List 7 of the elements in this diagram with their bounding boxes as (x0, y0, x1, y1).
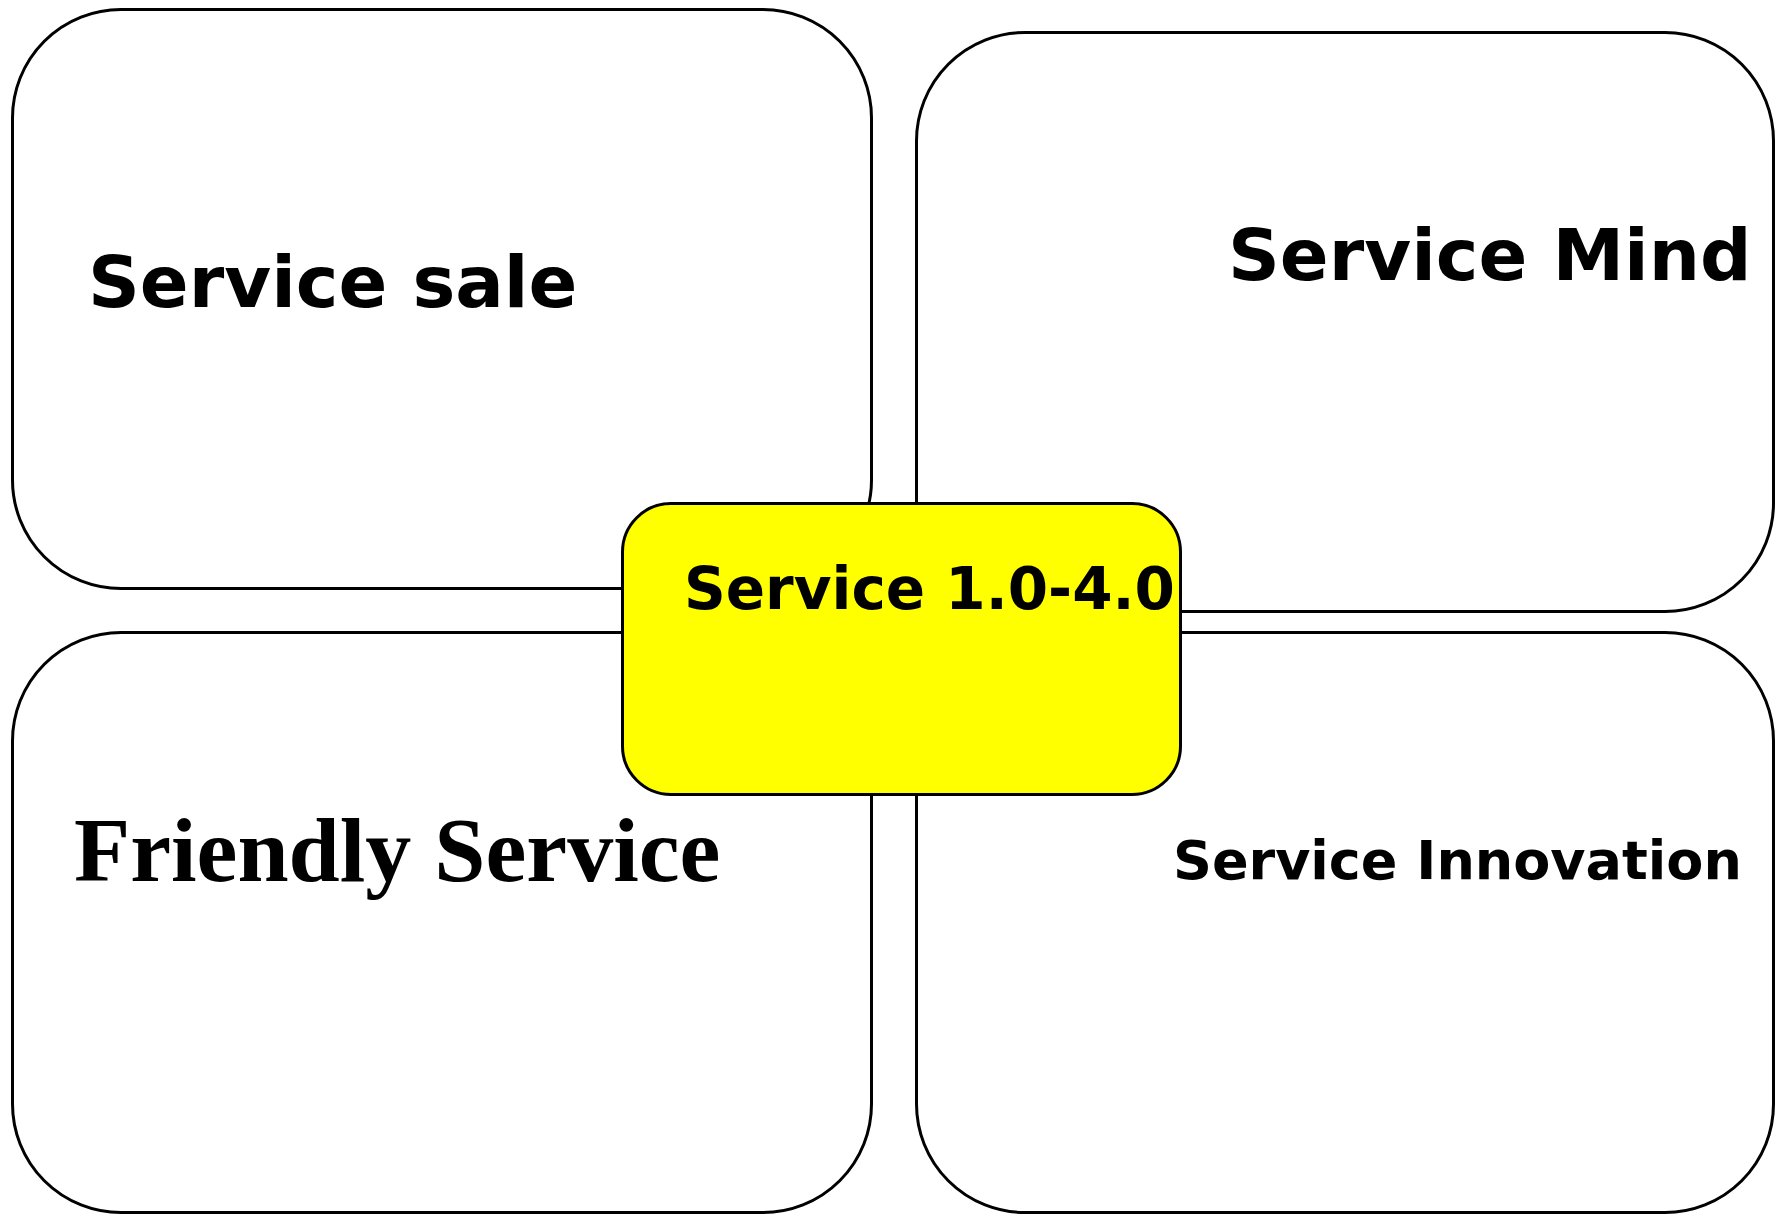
box-title: Service sale (88, 246, 578, 318)
quadrant-box (11, 631, 873, 1214)
quadrant-box (915, 631, 1775, 1214)
box-title: Service Mind (1228, 219, 1752, 291)
center-box (621, 502, 1182, 796)
box-title: Service Innovation (1173, 834, 1742, 888)
box-title: Service 1.0-4.0 (684, 560, 1175, 618)
